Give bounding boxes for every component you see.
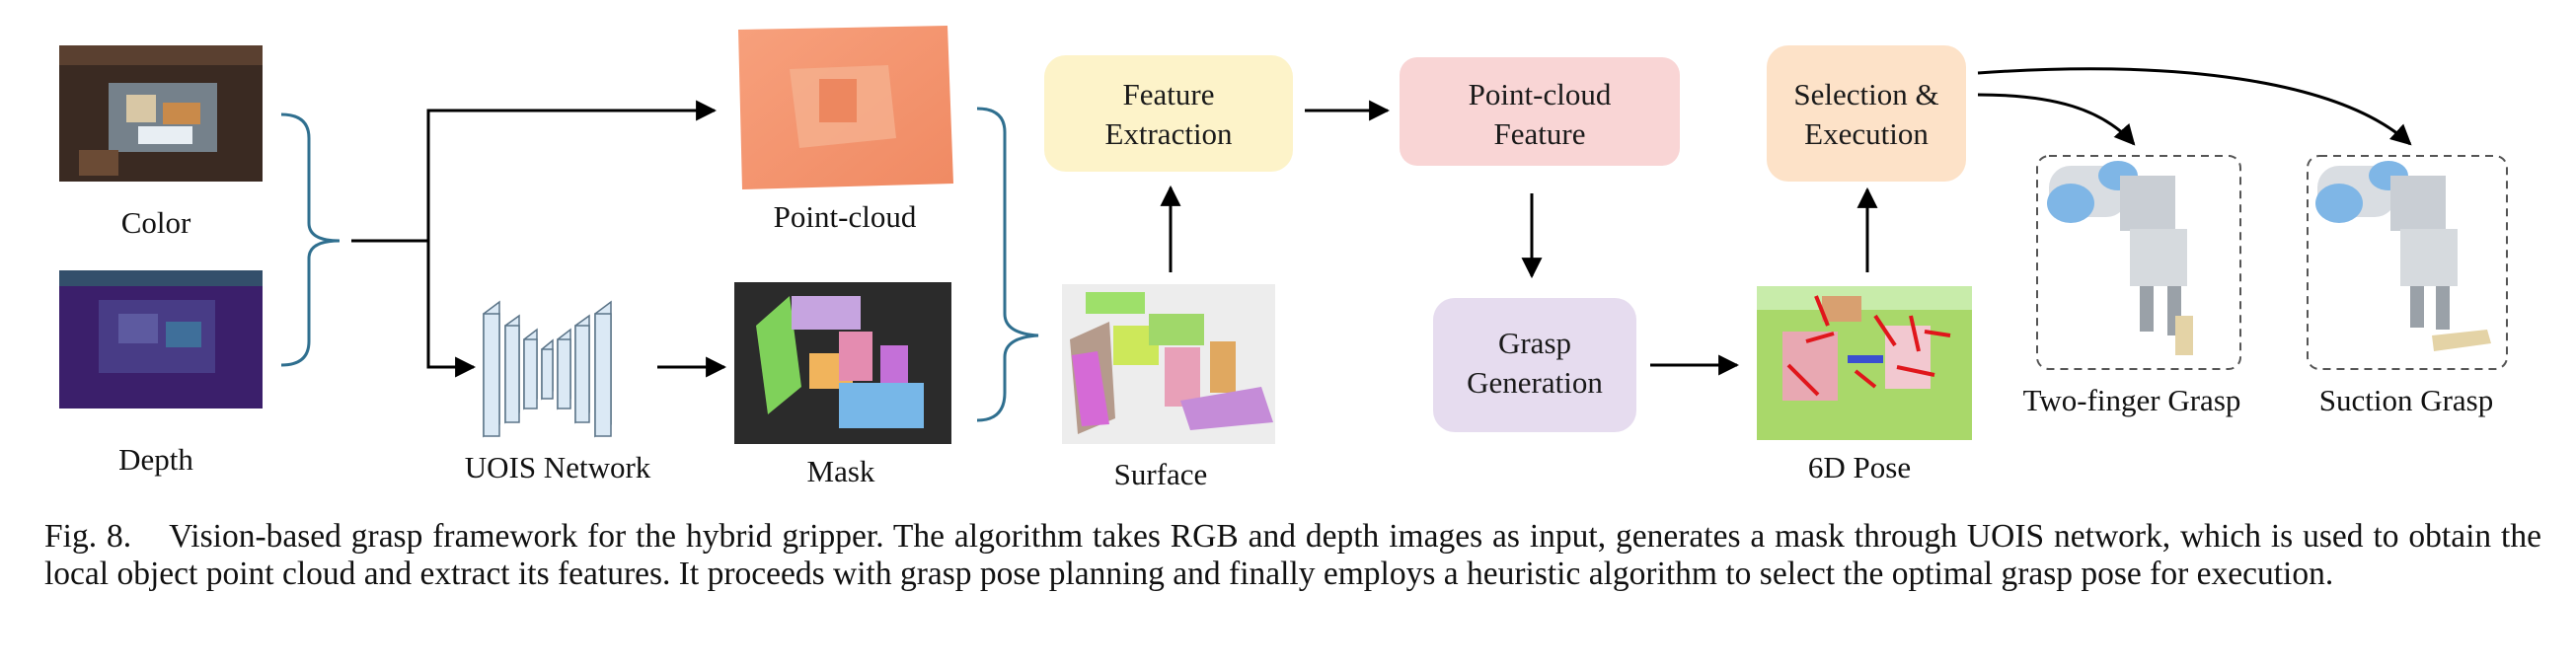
feature-extraction-line1: Feature (1123, 77, 1215, 112)
uois-network-icon (483, 300, 612, 438)
selection-execution-line2: Execution (1804, 116, 1929, 151)
mask-label: Mask (807, 454, 875, 488)
selection-execution-line1: Selection & (1793, 77, 1938, 112)
depth-image (59, 270, 263, 409)
mask-image (734, 282, 951, 444)
depth-label: Depth (118, 442, 193, 477)
to-two-finger-arrow (1977, 93, 2136, 146)
two-finger-gripper-image (2036, 155, 2241, 370)
color-label: Color (121, 205, 191, 240)
to-suction-arrow (1977, 67, 2412, 146)
pose-image (1757, 286, 1972, 440)
surface-label: Surface (1114, 457, 1208, 491)
caption-figure-number: Fig. 8. (44, 518, 132, 555)
pose-label: 6D Pose (1808, 450, 1911, 484)
to-uois-connector (426, 241, 477, 378)
input-brace (280, 112, 341, 367)
suction-label: Suction Grasp (2319, 383, 2494, 417)
pointcloud-feature-line2: Feature (1494, 116, 1586, 151)
framework-diagram: Color Depth UOIS Network Point-cl (59, 26, 2508, 491)
pointcloud-feature-line1: Point-cloud (1469, 77, 1612, 112)
split-connector (351, 100, 718, 243)
caption-text: Vision-based grasp framework for the hyb… (44, 518, 2541, 592)
grasp-generation-line2: Generation (1467, 365, 1603, 400)
surface-image (1062, 284, 1275, 444)
pointcloud-feature-box: Point-cloud Feature (1400, 57, 1680, 166)
feature-extraction-line2: Extraction (1104, 116, 1233, 151)
merge-brace (976, 107, 1039, 422)
feature-extraction-box: Feature Extraction (1044, 55, 1293, 172)
suction-gripper-image (2307, 155, 2508, 370)
color-image (59, 45, 263, 182)
grasp-generation-line1: Grasp (1498, 326, 1571, 360)
pointcloud-label: Point-cloud (774, 199, 917, 234)
pointcloud-image (738, 26, 953, 189)
selection-execution-box: Selection & Execution (1767, 45, 1966, 182)
uois-label: UOIS Network (465, 450, 651, 484)
two-finger-label: Two-finger Grasp (2023, 383, 2241, 417)
figure-caption: Fig. 8.Vision-based grasp framework for … (44, 518, 2541, 593)
grasp-generation-box: Grasp Generation (1433, 298, 1636, 432)
